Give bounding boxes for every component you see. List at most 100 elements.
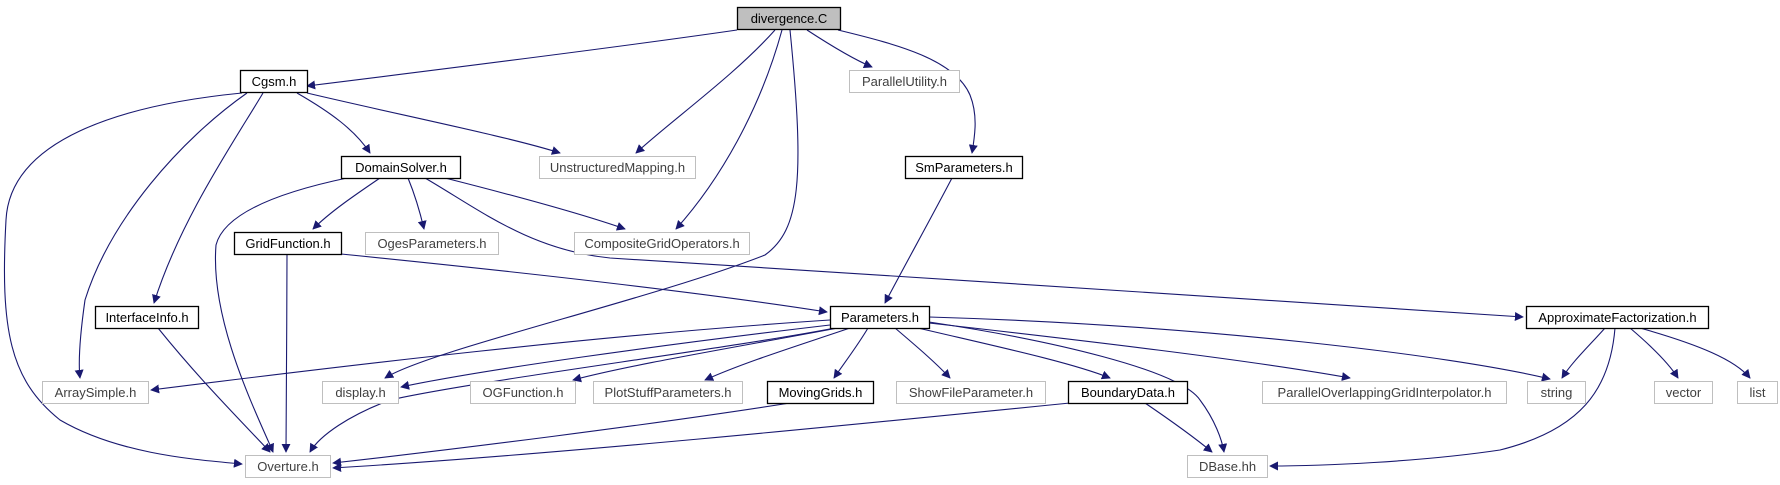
edge-domainsolver-h-to-gridfunction-h	[312, 177, 381, 230]
node-box	[736, 6, 842, 31]
node-label: Parameters.h	[841, 310, 919, 325]
node-box	[233, 231, 343, 256]
node-label: MovingGrids.h	[779, 385, 863, 400]
node-label: InterfaceInfo.h	[105, 310, 188, 325]
edge-smparameters-h-to-parameters-h	[884, 177, 953, 304]
node-cgsm-h[interactable]: Cgsm.h	[239, 69, 309, 94]
node-label: divergence.C	[751, 11, 828, 26]
edge-divergence-c-to-unstructuredmapping-h	[635, 29, 776, 154]
edge-movinggrids-h-to-overture-h	[332, 402, 791, 467]
node-box	[322, 381, 399, 404]
node-compositegridoperators-h: CompositeGridOperators.h	[574, 232, 750, 255]
node-showfileparameter-h: ShowFileParameter.h	[896, 381, 1046, 404]
node-label: ApproximateFactorization.h	[1538, 310, 1696, 325]
node-box	[1527, 381, 1586, 404]
edge-cgsm-h-to-unstructuredmapping-h	[306, 92, 561, 155]
node-interfaceinfo-h[interactable]: InterfaceInfo.h	[94, 305, 200, 330]
edge-parameters-h-to-movinggrids-h	[833, 327, 869, 379]
edge-divergence-c-to-compositegridoperators-h	[675, 29, 783, 230]
node-parameters-h[interactable]: Parameters.h	[829, 305, 931, 330]
node-overture-h: Overture.h	[245, 455, 331, 478]
node-box	[904, 155, 1024, 180]
node-label: display.h	[335, 385, 385, 400]
node-movinggrids-h[interactable]: MovingGrids.h	[766, 380, 875, 405]
node-box	[1187, 455, 1268, 478]
node-unstructuredmapping-h: UnstructuredMapping.h	[539, 156, 696, 179]
edge-cgsm-h-to-domainsolver-h	[296, 92, 371, 154]
node-label: BoundaryData.h	[1081, 385, 1175, 400]
edge-divergence-c-to-smparameters-h	[837, 29, 978, 154]
node-label: OGFunction.h	[483, 385, 564, 400]
edge-boundarydata-h-to-overture-h	[332, 402, 1071, 473]
node-list: list	[1737, 381, 1778, 404]
node-label: UnstructuredMapping.h	[550, 160, 685, 175]
node-vector: vector	[1654, 381, 1713, 404]
node-label: PlotStuffParameters.h	[605, 385, 732, 400]
edge-divergence-c-to-parallelutility-h	[806, 29, 873, 69]
node-label: SmParameters.h	[915, 160, 1013, 175]
edge-parameters-h-to-string	[928, 316, 1551, 382]
node-gridfunction-h[interactable]: GridFunction.h	[233, 231, 343, 256]
node-box	[766, 380, 875, 405]
node-box	[340, 155, 462, 180]
edge-divergence-c-to-display-h	[384, 29, 799, 379]
node-box	[245, 455, 331, 478]
node-parallelutility-h: ParallelUtility.h	[849, 70, 960, 93]
node-domainsolver-h[interactable]: DomainSolver.h	[340, 155, 462, 180]
node-label: ShowFileParameter.h	[909, 385, 1033, 400]
node-box	[896, 381, 1046, 404]
node-box	[42, 381, 149, 404]
node-box	[539, 156, 696, 179]
node-boundarydata-h[interactable]: BoundaryData.h	[1067, 380, 1189, 405]
edge-parameters-h-to-ogfunction-h	[572, 327, 839, 383]
node-divergence-c[interactable]: divergence.C	[736, 6, 842, 31]
node-label: ParallelOverlappingGridInterpolator.h	[1278, 385, 1492, 400]
node-dbase-hh: DBase.hh	[1187, 455, 1268, 478]
edge-gridfunction-h-to-overture-h	[281, 253, 291, 453]
node-approximatefactorization-h[interactable]: ApproximateFactorization.h	[1525, 305, 1710, 330]
edge-gridfunction-h-to-parameters-h	[340, 253, 828, 316]
node-box	[593, 381, 743, 404]
node-label: string	[1541, 385, 1573, 400]
node-string: string	[1527, 381, 1586, 404]
node-label: Overture.h	[257, 459, 318, 474]
node-smparameters-h[interactable]: SmParameters.h	[904, 155, 1024, 180]
node-box	[1654, 381, 1713, 404]
node-layer: divergence.C Cgsm.h ParallelUtility.hUnstr…	[42, 6, 1778, 478]
node-box	[1737, 381, 1778, 404]
node-ogesparameters-h: OgesParameters.h	[365, 232, 499, 255]
node-box	[1067, 380, 1189, 405]
edge-interfaceinfo-h-to-overture-h	[157, 327, 271, 453]
edge-domainsolver-h-to-overture-h	[214, 177, 348, 453]
node-paralleloverlappinggridinterpolator-h: ParallelOverlappingGridInterpolator.h	[1262, 381, 1507, 404]
edge-domainsolver-h-to-ogesparameters-h	[407, 177, 427, 230]
edge-parameters-h-to-display-h	[400, 324, 831, 390]
edge-cgsm-h-to-interfaceinfo-h	[152, 92, 264, 304]
node-label: DBase.hh	[1199, 459, 1256, 474]
edge-parameters-h-to-showfileparameter-h	[894, 327, 951, 379]
node-label: DomainSolver.h	[355, 160, 447, 175]
node-label: GridFunction.h	[245, 236, 330, 251]
edge-parameters-h-to-boundarydata-h	[917, 327, 1111, 380]
node-label: CompositeGridOperators.h	[584, 236, 739, 251]
edge-domainsolver-h-to-approximatefactorization-h	[424, 177, 1524, 322]
edge-cgsm-h-to-overture-h	[3, 92, 243, 468]
edge-layer	[3, 29, 1751, 473]
node-box	[365, 232, 499, 255]
edge-approximatefactorization-h-to-dbase-hh	[1269, 327, 1616, 471]
node-plotstuffparameters-h: PlotStuffParameters.h	[593, 381, 743, 404]
edge-parameters-h-to-paralleloverlappinggridinterpolator-h	[928, 322, 1351, 381]
node-label: ArraySimple.h	[55, 385, 137, 400]
node-box	[1525, 305, 1710, 330]
node-box	[94, 305, 200, 330]
node-display-h: display.h	[322, 381, 399, 404]
edge-cgsm-h-to-arraysimple-h	[74, 92, 248, 379]
node-box	[849, 70, 960, 93]
edge-approximatefactorization-h-to-vector	[1629, 327, 1679, 379]
node-box	[829, 305, 931, 330]
edge-divergence-c-to-cgsm-h	[306, 29, 738, 90]
node-box	[239, 69, 309, 94]
edge-parameters-h-to-plotstuffparameters-h	[704, 327, 851, 381]
node-label: vector	[1666, 385, 1702, 400]
